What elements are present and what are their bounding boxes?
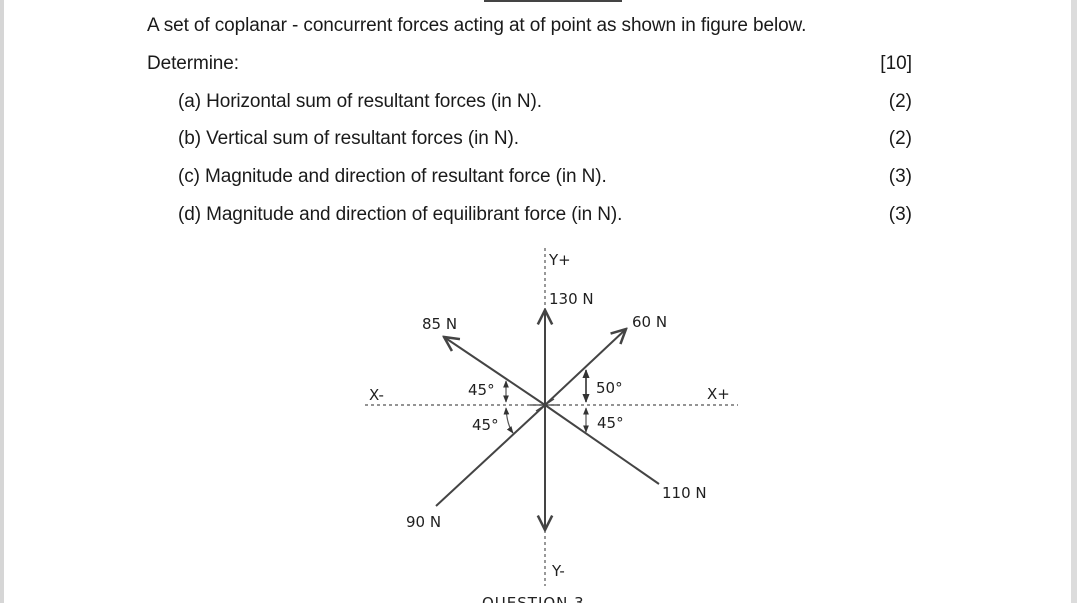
top-rule [484,0,622,2]
force-90n-label: 90 N [406,513,441,531]
x-neg-label: X- [369,386,384,404]
force-60n-arrow [544,329,626,406]
y-neg-label: Y- [551,562,565,580]
next-section-heading-cut: QUESTION 3 [482,596,585,603]
part-a: (a) Horizontal sum of resultant forces (… [178,91,542,112]
part-b: (b) Vertical sum of resultant forces (in… [178,128,519,149]
part-a-marks: (2) [888,91,912,112]
origin-mark [530,398,560,412]
angle-indicator-lower-left [503,407,514,434]
force-90n-line [435,404,546,507]
part-c-marks: (3) [888,166,912,187]
force-110n-label: 110 N [662,484,707,502]
page-edge-right [1071,0,1077,603]
angle-label-lower-left: 45° [472,416,499,434]
page-edge-left [0,0,4,603]
part-d: (d) Magnitude and direction of equilibra… [178,204,623,225]
x-pos-label: X+ [707,385,730,403]
determine-label: Determine: [147,53,239,74]
angle-label-upper-right: 50° [596,379,623,397]
force-85n-arrow [444,337,546,406]
force-130n-label: 130 N [549,290,594,308]
force-110n-line [544,404,660,485]
part-b-marks: (2) [888,128,912,149]
part-d-marks: (3) [888,204,912,225]
force-60n-label: 60 N [632,313,667,331]
angle-label-lower-right: 45° [597,414,624,432]
total-marks: [10] [880,53,912,74]
force-85n-label: 85 N [422,315,457,333]
y-pos-label: Y+ [548,251,571,269]
angle-label-upper-left: 45° [468,381,495,399]
part-c: (c) Magnitude and direction of resultant… [178,166,607,187]
question-intro: A set of coplanar - concurrent forces ac… [147,15,807,36]
